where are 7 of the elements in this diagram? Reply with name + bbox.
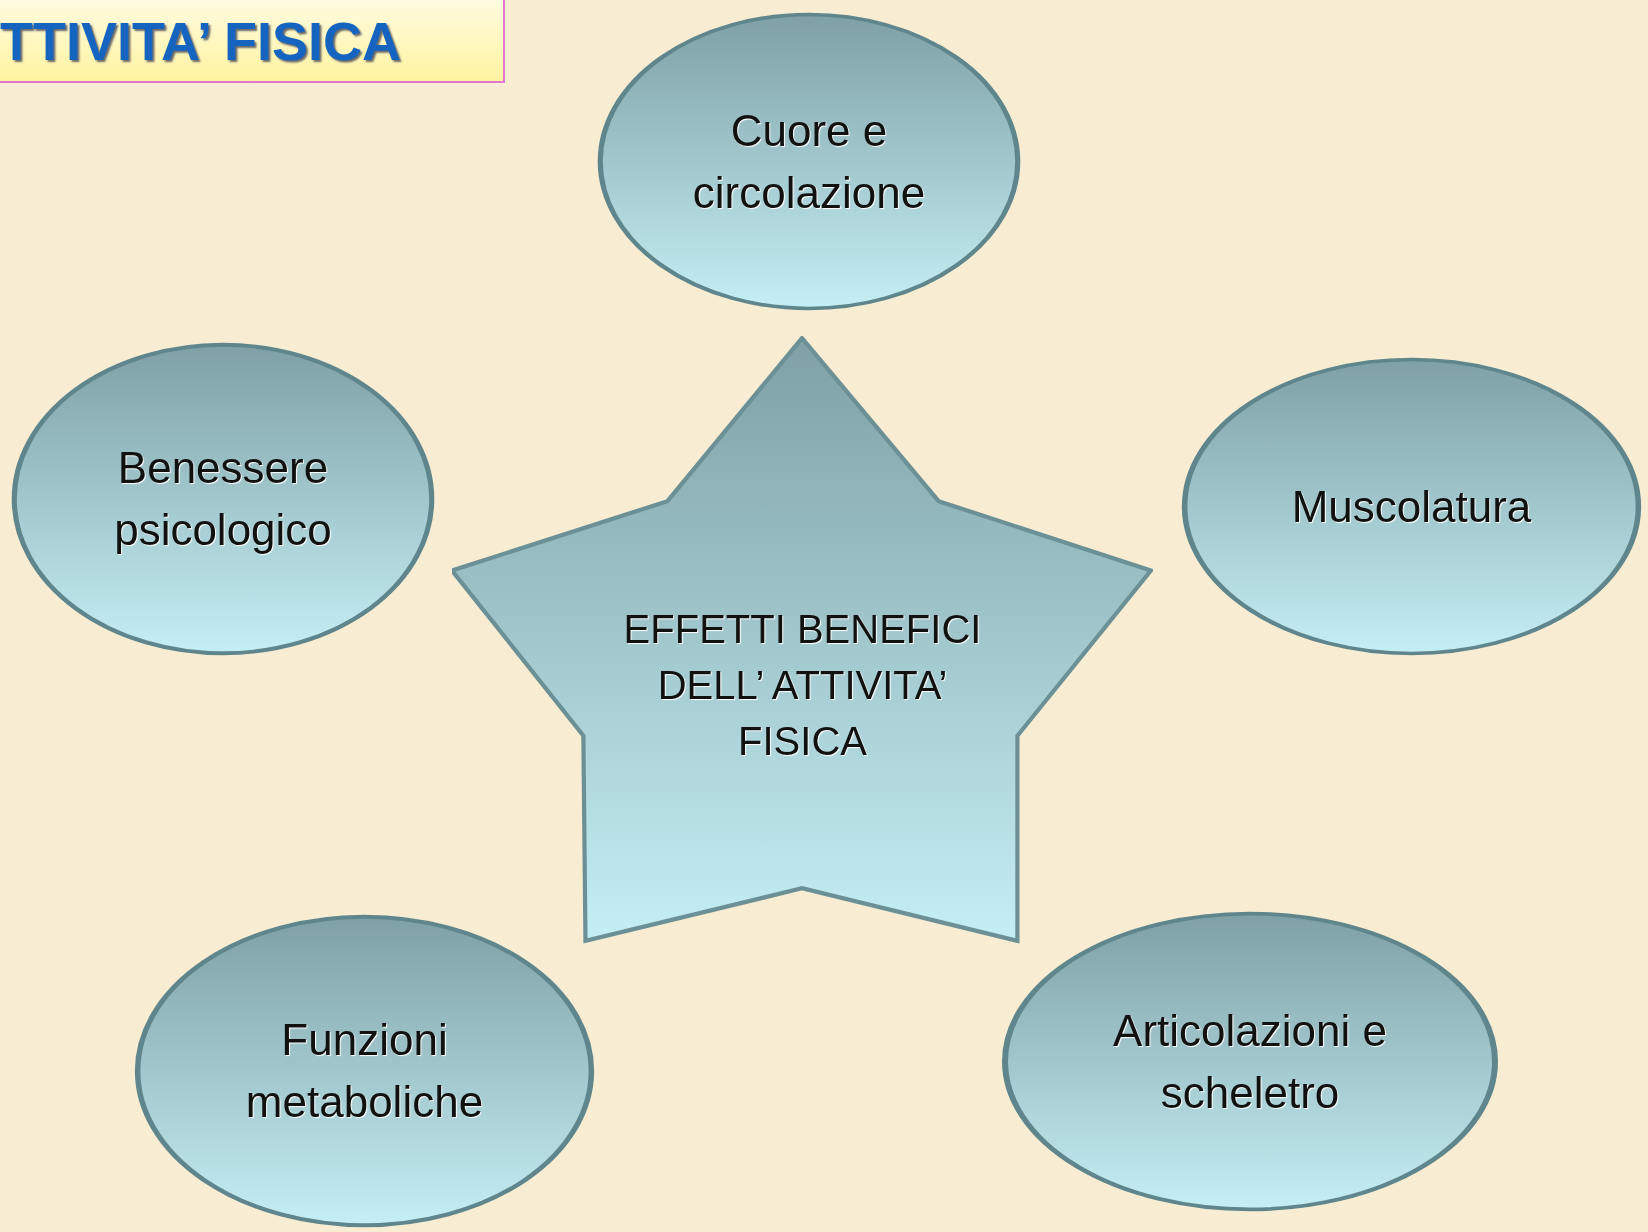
ellipse-label: Benessere psicologico (113, 442, 333, 556)
star-label: EFFETTI BENEFICI DELL’ ATTIVITA’ FISICA (622, 606, 983, 765)
title: TTIVITA’ FISICA (0, 13, 402, 68)
ellipse-label: Muscolatura (1291, 480, 1532, 533)
ellipse-label: Articolazioni e scheletro (1112, 1004, 1388, 1119)
ellipse-label: Funzioni metaboliche (244, 1014, 485, 1128)
ellipse-label: Cuore e circolazione (691, 104, 927, 219)
